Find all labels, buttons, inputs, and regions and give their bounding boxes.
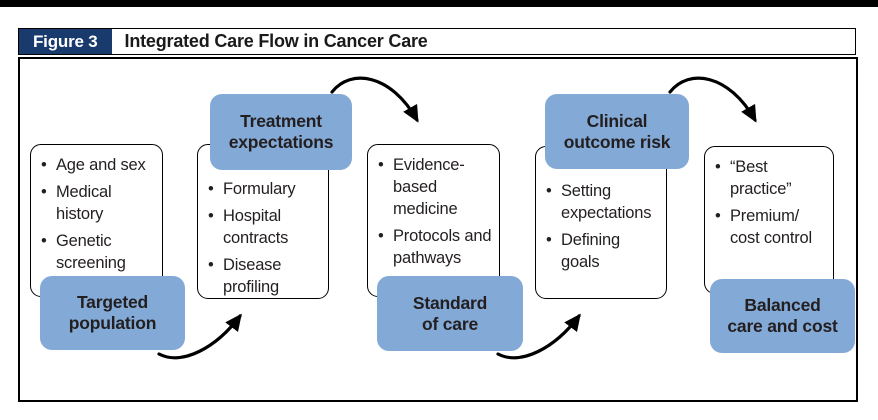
detail-box-standard-of-care: • Evidence- based medicine • Protocols a… (367, 144, 500, 297)
bullet-item: • Evidence- based medicine (378, 155, 495, 221)
bullet-item: • Age and sex (41, 155, 158, 177)
bullet-dot: • (208, 255, 214, 274)
stage-label-targeted-population: Targeted population (40, 276, 185, 350)
detail-box-balanced-care-and-cost: • “Best practice” • Premium/ cost contro… (704, 146, 834, 294)
top-rule (0, 0, 878, 7)
bullet-dot: • (41, 182, 47, 201)
bullet-dot: • (41, 156, 47, 174)
figure-title: Integrated Care Flow in Cancer Care (124, 31, 428, 51)
bullet-item: • Formulary (208, 179, 324, 201)
bullet-dot: • (378, 226, 384, 245)
bullet-item: • Setting expectations (546, 181, 662, 225)
bullet-item: • Medical history (41, 182, 158, 226)
bullet-item: • Hospital contracts (208, 206, 324, 250)
stage-label-treatment-expectations: Treatment expectations (210, 94, 352, 170)
bullet-dot: • (715, 158, 721, 176)
figure-canvas: • Age and sex • Medical history • Geneti… (18, 57, 858, 402)
stage-label-standard-of-care: Standard of care (377, 276, 523, 351)
detail-box-clinical-outcome-risk: • Setting expectations • Defining goals (535, 146, 667, 299)
figure-tag: Figure 3 (19, 29, 112, 54)
bullet-dot: • (378, 156, 384, 174)
bullet-item: • Protocols and pathways (378, 226, 495, 270)
stage-label-balanced-care-and-cost: Balanced care and cost (710, 279, 855, 353)
bullet-item: • Premium/ cost control (715, 206, 829, 250)
bullet-dot: • (546, 182, 552, 200)
figure-header: Figure 3 Integrated Care Flow in Cancer … (18, 28, 856, 55)
detail-box-targeted-population: • Age and sex • Medical history • Geneti… (30, 144, 163, 297)
bullet-dot: • (546, 230, 552, 249)
bullet-dot: • (715, 206, 721, 225)
bullet-dot: • (41, 231, 47, 250)
bullet-dot: • (208, 180, 214, 198)
bullet-dot: • (208, 206, 214, 225)
stage-label-clinical-outcome-risk: Clinical outcome risk (545, 94, 689, 169)
bullet-item: • “Best practice” (715, 157, 829, 201)
bullet-item: • Genetic screening (41, 231, 158, 275)
bullet-item: • Defining goals (546, 230, 662, 274)
bullet-item: • Disease profiling (208, 255, 324, 299)
